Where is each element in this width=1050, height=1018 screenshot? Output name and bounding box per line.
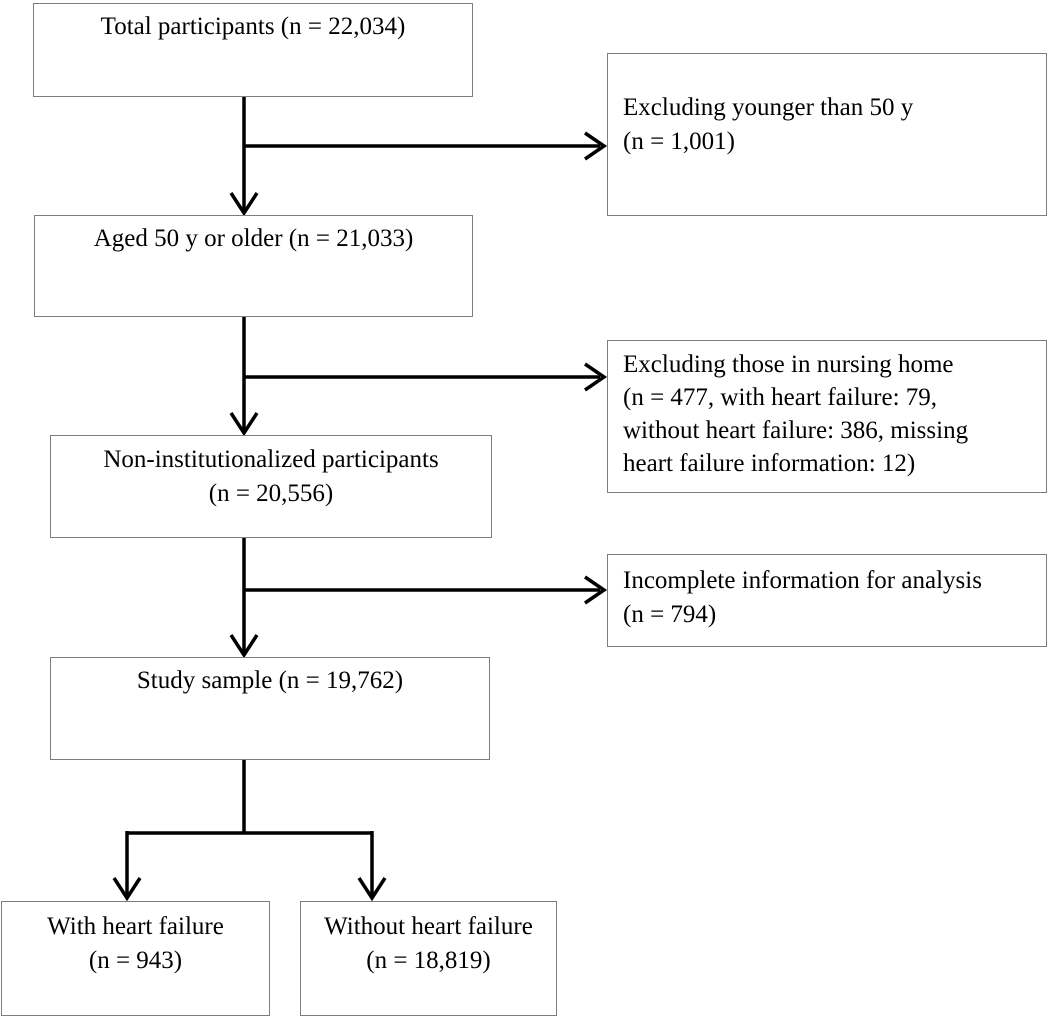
box-text: without heart failure: 386, missing — [623, 417, 969, 444]
box-text: Non-institutionalized participants — [103, 446, 439, 473]
box-noninstitutionalized: Non-institutionalized participants (n = … — [50, 435, 492, 538]
connector-study-split — [125, 759, 374, 895]
box-text: (n = 477, with heart failure: 79, — [623, 384, 938, 411]
arrowhead-down-icon — [357, 877, 387, 902]
box-excluded-nursing-home: Excluding those in nursing home (n = 477… — [607, 340, 1047, 493]
box-with-heart-failure: With heart failure (n = 943) — [1, 901, 270, 1016]
box-text: Incomplete information for analysis — [623, 567, 982, 594]
arrowhead-right-icon — [584, 362, 608, 392]
arrowhead-down-icon — [229, 634, 259, 659]
box-text: (n = 20,556) — [208, 480, 334, 507]
box-text: Study sample (n = 19,762) — [136, 667, 404, 694]
box-total-participants: Total participants (n = 22,034) — [33, 3, 473, 97]
arrowhead-down-icon — [229, 412, 259, 437]
arrowhead-right-icon — [584, 131, 608, 161]
box-study-sample: Study sample (n = 19,762) — [50, 657, 490, 760]
arrowhead-right-icon — [584, 575, 608, 605]
box-text: Without heart failure — [324, 913, 533, 940]
box-aged-50-or-older: Aged 50 y or older (n = 21,033) — [34, 215, 473, 317]
box-text: Excluding those in nursing home — [623, 351, 954, 378]
box-incomplete-information: Incomplete information for analysis (n =… — [607, 554, 1047, 647]
box-text: (n = 943) — [88, 947, 183, 974]
arrowhead-down-icon — [229, 192, 259, 217]
box-text: heart failure information: 12) — [623, 450, 916, 477]
box-text: (n = 794) — [623, 601, 717, 628]
box-text: With heart failure — [47, 913, 224, 940]
box-text: (n = 18,819) — [366, 947, 491, 974]
box-excluded-younger-than-50: Excluding younger than 50 y (n = 1,001) — [607, 53, 1047, 216]
arrowhead-down-icon — [112, 877, 142, 902]
box-text: Total participants (n = 22,034) — [100, 13, 406, 40]
box-without-heart-failure: Without heart failure (n = 18,819) — [300, 901, 557, 1016]
box-text: (n = 1,001) — [623, 128, 735, 155]
box-text: Aged 50 y or older (n = 21,033) — [93, 225, 414, 252]
box-text: Excluding younger than 50 y — [623, 94, 914, 121]
